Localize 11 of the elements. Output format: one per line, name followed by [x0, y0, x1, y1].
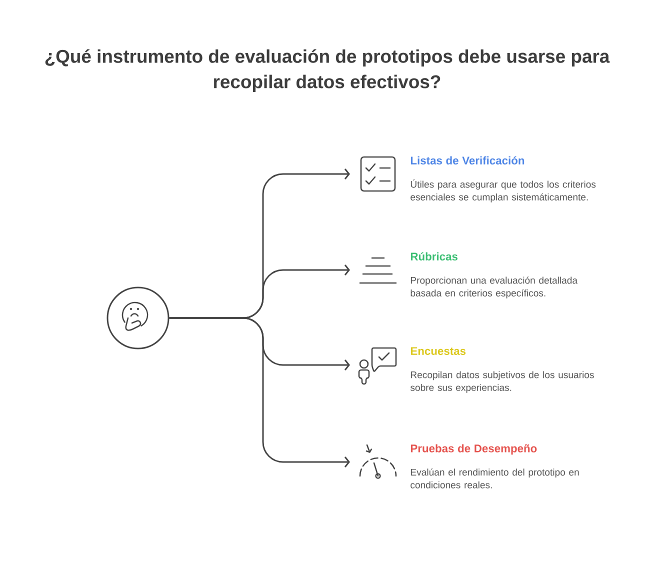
item-description: Evalúan el rendimiento del prototipo en condiciones reales.	[410, 468, 579, 488]
arrow	[169, 317, 350, 468]
item-title: Rúbricas	[410, 252, 458, 260]
item-description: Recopilan datos subjetivos de los usuarios sobre sus experiencias.	[410, 371, 594, 393]
item-description: Proporcionan una evaluación detallada basada en criterios específicos.	[410, 276, 578, 298]
item-description: Útiles para asegurar que todos los criterios esenciales se cumplan sistemáticamente.	[410, 179, 596, 202]
circle	[106, 286, 170, 350]
item-title: Pruebas de Desempeño	[410, 444, 537, 455]
item-title: Encuestas	[410, 347, 466, 355]
title: ¿Qué instrumento de evaluación de prototipos debe usarse para recopilar datos efectivos?	[45, 49, 610, 92]
item-title: Listas de Verificación	[410, 156, 524, 164]
